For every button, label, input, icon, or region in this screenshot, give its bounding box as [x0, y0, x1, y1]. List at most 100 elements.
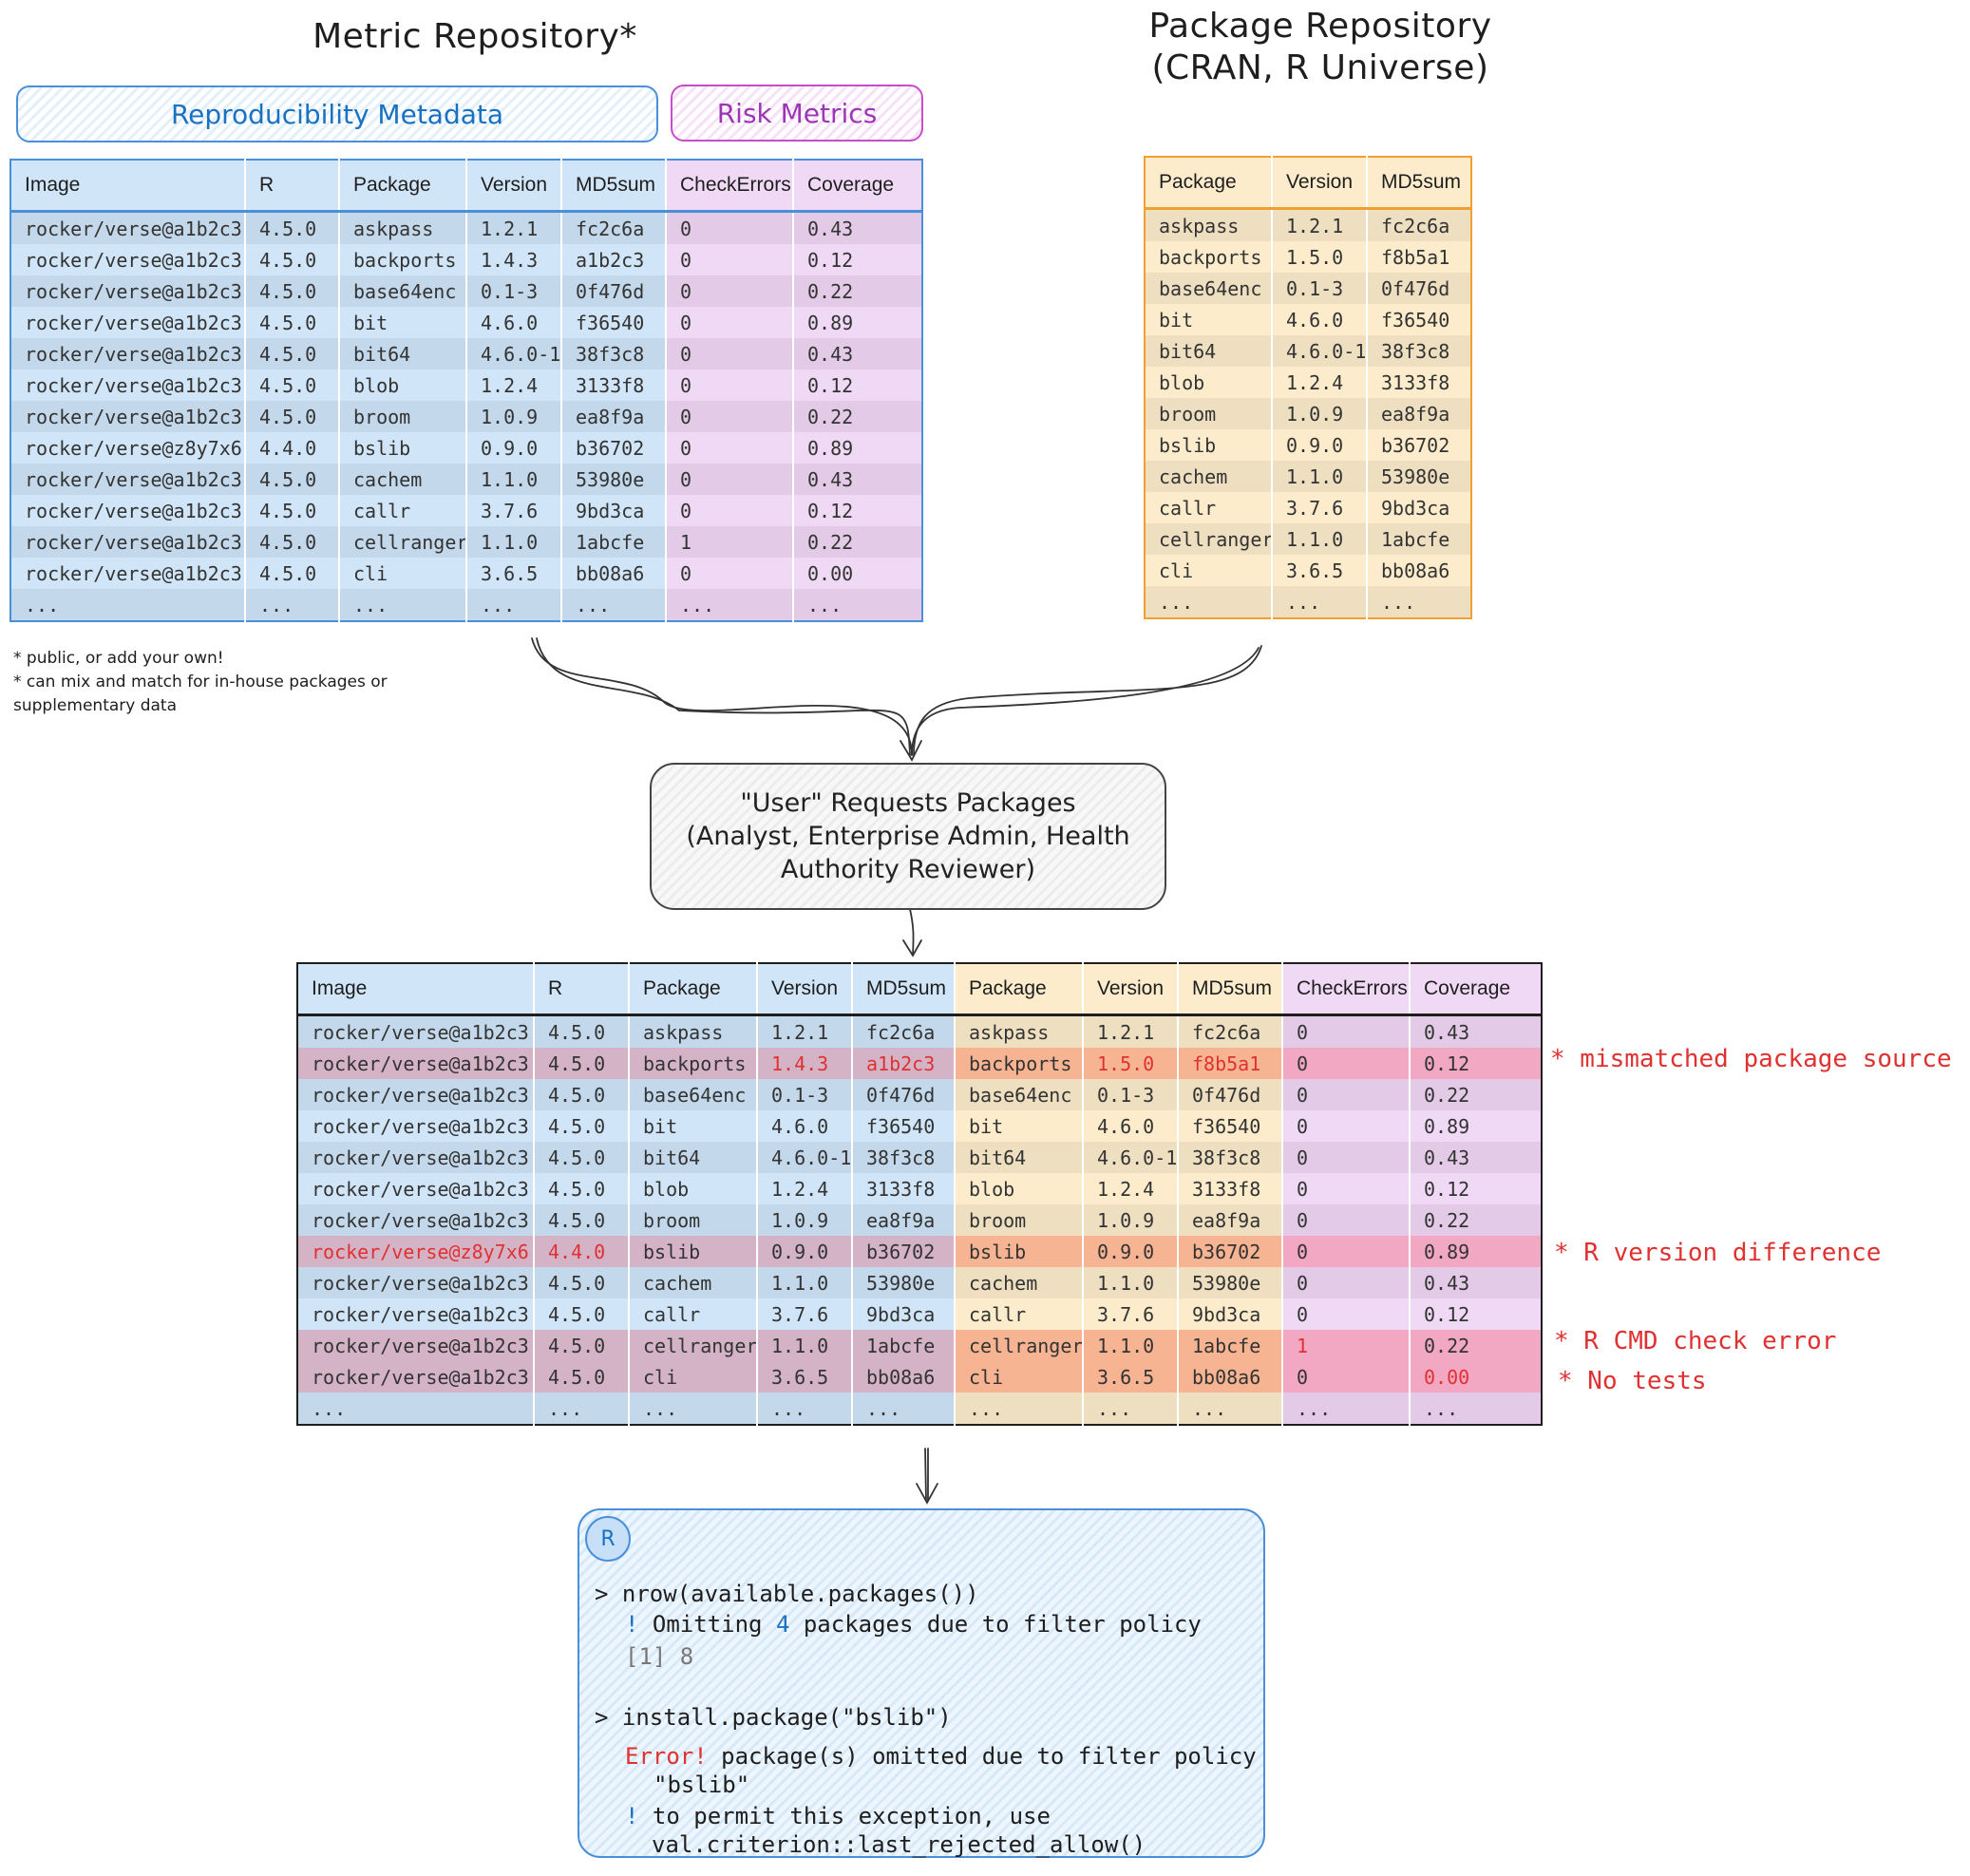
table-cell: cachem — [338, 464, 466, 495]
table-cell: 4.4.0 — [244, 432, 339, 464]
table-cell: 0.12 — [792, 244, 922, 275]
console-error-package: "bslib" — [654, 1772, 750, 1798]
table-cell: 4.5.0 — [533, 1110, 629, 1142]
table-cell: ... — [1177, 1393, 1282, 1425]
table-cell: 0 — [1281, 1048, 1410, 1079]
table-cell: 0 — [665, 432, 793, 464]
table-cell: bit64 — [954, 1142, 1083, 1173]
column-header: Package — [628, 963, 757, 1015]
table-cell: base64enc — [1145, 273, 1272, 304]
table-cell: ea8f9a — [1177, 1204, 1282, 1236]
table-cell: 0.9.0 — [756, 1236, 852, 1267]
table-cell: rocker/verse@a1b2c3 — [10, 464, 245, 495]
table-cell: fc2c6a — [1177, 1014, 1282, 1048]
table-cell: ... — [756, 1393, 852, 1425]
table-cell: 3.7.6 — [756, 1298, 852, 1330]
table-cell: 3133f8 — [851, 1173, 955, 1204]
table-cell: 3.6.5 — [756, 1361, 852, 1393]
table-cell: base64enc — [628, 1079, 757, 1110]
table-cell: 0 — [665, 401, 793, 432]
table-cell: backports — [338, 244, 466, 275]
table-cell: 0.43 — [792, 338, 922, 370]
table-cell: 1abcfe — [851, 1330, 955, 1361]
table-cell: cli — [954, 1361, 1083, 1393]
table-cell: 4.5.0 — [244, 370, 339, 401]
table-cell: 0 — [1281, 1267, 1410, 1298]
table-cell: callr — [628, 1298, 757, 1330]
table-cell: b36702 — [560, 432, 666, 464]
table-cell: 0 — [1281, 1014, 1410, 1048]
table-cell: 0 — [665, 244, 793, 275]
table-cell: 4.5.0 — [244, 244, 339, 275]
table-cell: cli — [338, 558, 466, 589]
table-cell: 1.2.1 — [1082, 1014, 1178, 1048]
table-cell: rocker/verse@a1b2c3 — [297, 1142, 534, 1173]
table-cell: 0.22 — [792, 526, 922, 558]
table-cell: 0 — [665, 370, 793, 401]
table-cell: 4.5.0 — [533, 1361, 629, 1393]
table-cell: 1.0.9 — [465, 401, 561, 432]
table-cell: 0 — [665, 338, 793, 370]
table-cell: 3.7.6 — [1082, 1298, 1178, 1330]
table-cell: 0 — [1281, 1110, 1410, 1142]
table-cell: 38f3c8 — [1366, 335, 1471, 367]
table-cell: 4.6.0-1 — [1271, 335, 1367, 367]
table-cell: rocker/verse@a1b2c3 — [297, 1173, 534, 1204]
table-cell: 4.6.0-1 — [465, 338, 561, 370]
table-cell: 38f3c8 — [560, 338, 666, 370]
table-cell: 0.43 — [1409, 1267, 1542, 1298]
console-warning-1: ! Omitting 4 packages due to filter poli… — [625, 1611, 1202, 1638]
footnote-line-2: * can mix and match for in-house package… — [13, 673, 388, 692]
table-cell: 4.5.0 — [533, 1048, 629, 1079]
table-cell: b36702 — [1177, 1236, 1282, 1267]
table-row: ......... — [1145, 586, 1471, 618]
table-cell: 4.6.0-1 — [1082, 1142, 1178, 1173]
table-cell: 1 — [665, 526, 793, 558]
table-cell: ... — [851, 1393, 955, 1425]
table-cell: 0.00 — [792, 558, 922, 589]
table-cell: ea8f9a — [1366, 398, 1471, 429]
table-cell: 0.89 — [1409, 1110, 1542, 1142]
table-cell: fc2c6a — [560, 211, 666, 244]
table-cell: 0.89 — [792, 432, 922, 464]
arrow-pkg-to-user-2 — [911, 647, 1260, 756]
table-cell: bslib — [338, 432, 466, 464]
table-cell: ... — [465, 589, 561, 621]
table-cell: 53980e — [560, 464, 666, 495]
table-cell: 0 — [665, 464, 793, 495]
table-cell: 1.1.0 — [1082, 1330, 1178, 1361]
arrow-merged-to-console-2 — [924, 1448, 927, 1502]
table-cell: 4.6.0 — [1082, 1110, 1178, 1142]
table-cell: bit64 — [628, 1142, 757, 1173]
table-cell: blob — [1145, 367, 1272, 398]
table-cell: bb08a6 — [560, 558, 666, 589]
table-cell: 1.1.0 — [756, 1330, 852, 1361]
table-cell: 4.5.0 — [533, 1142, 629, 1173]
r-logo-icon: R — [585, 1516, 631, 1562]
table-cell: backports — [1145, 241, 1272, 273]
table-cell: 0 — [1281, 1142, 1410, 1173]
table-cell: a1b2c3 — [851, 1048, 955, 1079]
user-requests-box: "User" Requests Packages (Analyst, Enter… — [650, 763, 1166, 910]
table-cell: cachem — [954, 1267, 1083, 1298]
column-header: Version — [756, 963, 852, 1015]
table-cell: callr — [954, 1298, 1083, 1330]
table-cell: 38f3c8 — [1177, 1142, 1282, 1173]
table-cell: ... — [1145, 586, 1272, 618]
table-cell: 1.5.0 — [1082, 1048, 1178, 1079]
table-cell: base64enc — [954, 1079, 1083, 1110]
